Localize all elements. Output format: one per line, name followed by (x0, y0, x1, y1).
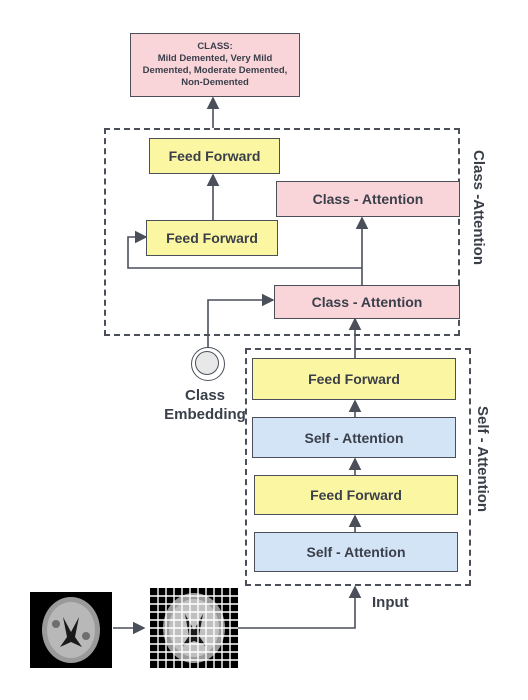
arrow-embedding-to-ca (207, 293, 275, 350)
mri-scan-image (30, 592, 112, 668)
self-attention-group (245, 348, 471, 586)
output-class-box: CLASS: Mild Demented, Very Mild Demented… (130, 33, 300, 97)
class-attention-top-box: Class - Attention (276, 181, 460, 217)
sa-feed-forward-1-box: Feed Forward (252, 358, 456, 400)
sa-feed-forward-2-box: Feed Forward (254, 475, 458, 515)
class-attention-bottom-box: Class - Attention (274, 285, 460, 319)
sa-self-attention-1-box: Self - Attention (252, 417, 456, 458)
self-attention-label: Self - Attention (474, 406, 491, 513)
class-attention-label: Class -Attention (470, 150, 487, 266)
class-embedding-icon (191, 347, 225, 381)
class-attention-group (104, 128, 460, 336)
input-label: Input (372, 594, 409, 611)
patched-image-grid (150, 588, 238, 668)
feed-forward-mid-box: Feed Forward (146, 220, 278, 256)
sa-self-attention-2-box: Self - Attention (254, 532, 458, 572)
class-embedding-label: Class Embedding (164, 387, 246, 423)
feed-forward-top-box: Feed Forward (149, 138, 280, 174)
arrow-residual-to-ff (127, 230, 362, 269)
arrow-input (238, 585, 362, 629)
